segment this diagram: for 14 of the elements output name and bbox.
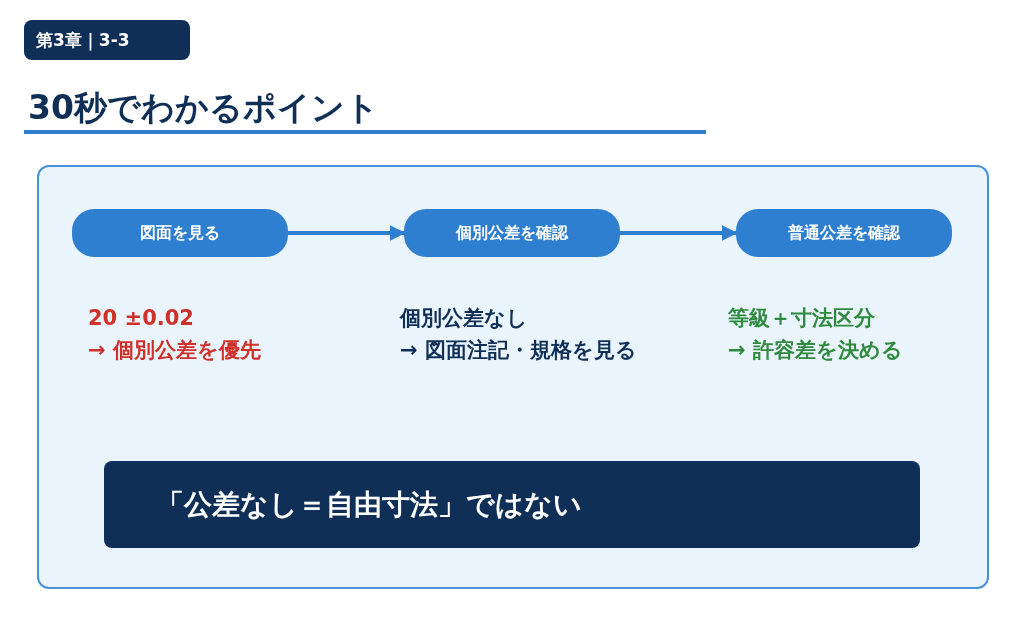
step-note: → 個別公差を優先 xyxy=(88,337,261,364)
step-note: → 図面注記・規格を見る xyxy=(400,337,637,364)
arrow xyxy=(620,225,738,241)
step-note: 等級＋寸法区分 xyxy=(728,305,875,332)
chapter-badge: 第3章｜3-3 xyxy=(24,20,190,60)
arrow xyxy=(288,225,406,241)
step-note: 20 ±0.02 xyxy=(88,305,194,332)
step-pill: 普通公差を確認 xyxy=(736,209,952,257)
step-pill: 個別公差を確認 xyxy=(404,209,620,257)
step-note: → 許容差を決める xyxy=(728,337,903,364)
key-message-box: 「公差なし＝自由寸法」ではない xyxy=(104,461,920,548)
step-pill: 図面を見る xyxy=(72,209,288,257)
step-note: 個別公差なし xyxy=(400,305,528,332)
page-title: 30秒でわかるポイント xyxy=(28,87,379,129)
